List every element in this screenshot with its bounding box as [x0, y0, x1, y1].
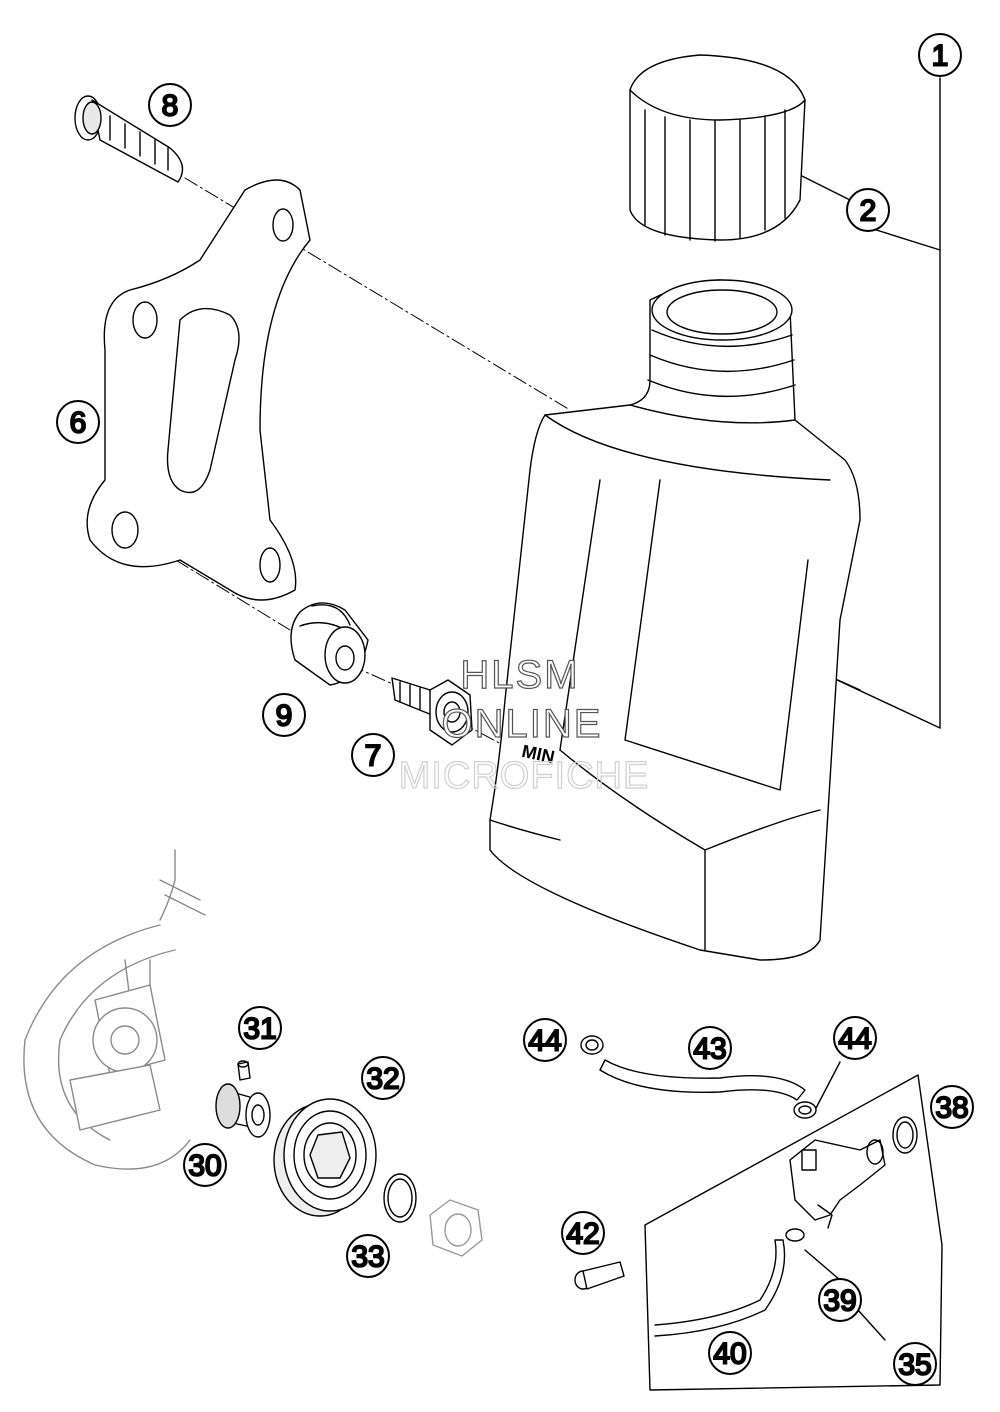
svg-text:43: 43 — [693, 1033, 726, 1066]
callout-6: 6 — [56, 400, 100, 444]
clamp-44-left — [580, 1035, 604, 1055]
svg-text:39: 39 — [823, 1285, 856, 1318]
callout-7: 7 — [351, 733, 395, 777]
fitting-7 — [391, 677, 473, 746]
grommet-9 — [290, 602, 369, 686]
svg-text:44: 44 — [838, 1023, 871, 1056]
svg-text:6: 6 — [70, 407, 87, 440]
callout-1: 1 — [918, 33, 962, 77]
screw-42 — [574, 1261, 625, 1290]
svg-text:8: 8 — [162, 90, 179, 123]
hose-43 — [599, 1059, 806, 1101]
seal-38 — [892, 1116, 918, 1154]
pulley-32 — [273, 1098, 377, 1217]
bushing-30 — [215, 1083, 271, 1138]
svg-text:MICROFICHE: MICROFICHE — [399, 755, 650, 797]
kit-box-35 — [644, 1074, 943, 1391]
callout-8: 8 — [148, 83, 192, 127]
svg-text:30: 30 — [188, 1150, 221, 1183]
callout-40: 40 — [708, 1331, 752, 1375]
oil-tank-1 — [489, 279, 861, 961]
callout-42: 42 — [561, 1211, 605, 1255]
callout-32: 32 — [361, 1056, 405, 1100]
svg-text:1: 1 — [932, 40, 949, 73]
bracket-6 — [86, 179, 311, 601]
svg-text:HLSM: HLSM — [460, 653, 579, 697]
svg-text:33: 33 — [351, 1241, 384, 1274]
fuel-tap — [789, 1139, 886, 1229]
circlip-33 — [383, 1173, 417, 1223]
callouts: 1 2 6 7 8 9 30 31 32 33 35 38 39 40 42 4… — [56, 33, 974, 1386]
svg-text:42: 42 — [566, 1218, 599, 1251]
svg-text:40: 40 — [713, 1338, 746, 1371]
stator-assembly — [23, 849, 206, 1170]
pin-31 — [237, 1060, 251, 1081]
svg-text:9: 9 — [276, 700, 293, 733]
hose-40 — [654, 1239, 786, 1337]
callout-39: 39 — [818, 1278, 862, 1322]
callout-38: 38 — [930, 1085, 974, 1129]
clip-39 — [785, 1228, 805, 1242]
svg-text:31: 31 — [243, 1013, 276, 1046]
svg-text:32: 32 — [366, 1063, 399, 1096]
svg-text:7: 7 — [365, 740, 382, 773]
callout-43: 43 — [688, 1026, 732, 1070]
callout-35: 35 — [893, 1342, 937, 1386]
screw-8 — [74, 95, 184, 183]
cap-2 — [629, 54, 806, 242]
svg-text:2: 2 — [860, 195, 877, 228]
callout-31: 31 — [238, 1006, 282, 1050]
svg-text:44: 44 — [528, 1025, 561, 1058]
callout-2: 2 — [846, 188, 890, 232]
watermark: HLSM ONLINE MICROFICHE — [398, 652, 650, 797]
nut — [429, 1199, 483, 1257]
callout-30: 30 — [183, 1143, 227, 1187]
leader-lines — [789, 77, 941, 1341]
callout-9: 9 — [262, 693, 306, 737]
callout-44-right: 44 — [833, 1016, 877, 1060]
callout-44-left: 44 — [523, 1018, 567, 1062]
svg-text:35: 35 — [898, 1349, 931, 1382]
clamp-44-right — [793, 1101, 817, 1119]
svg-text:38: 38 — [935, 1092, 968, 1125]
callout-33: 33 — [346, 1234, 390, 1278]
svg-text:ONLINE: ONLINE — [442, 702, 603, 746]
